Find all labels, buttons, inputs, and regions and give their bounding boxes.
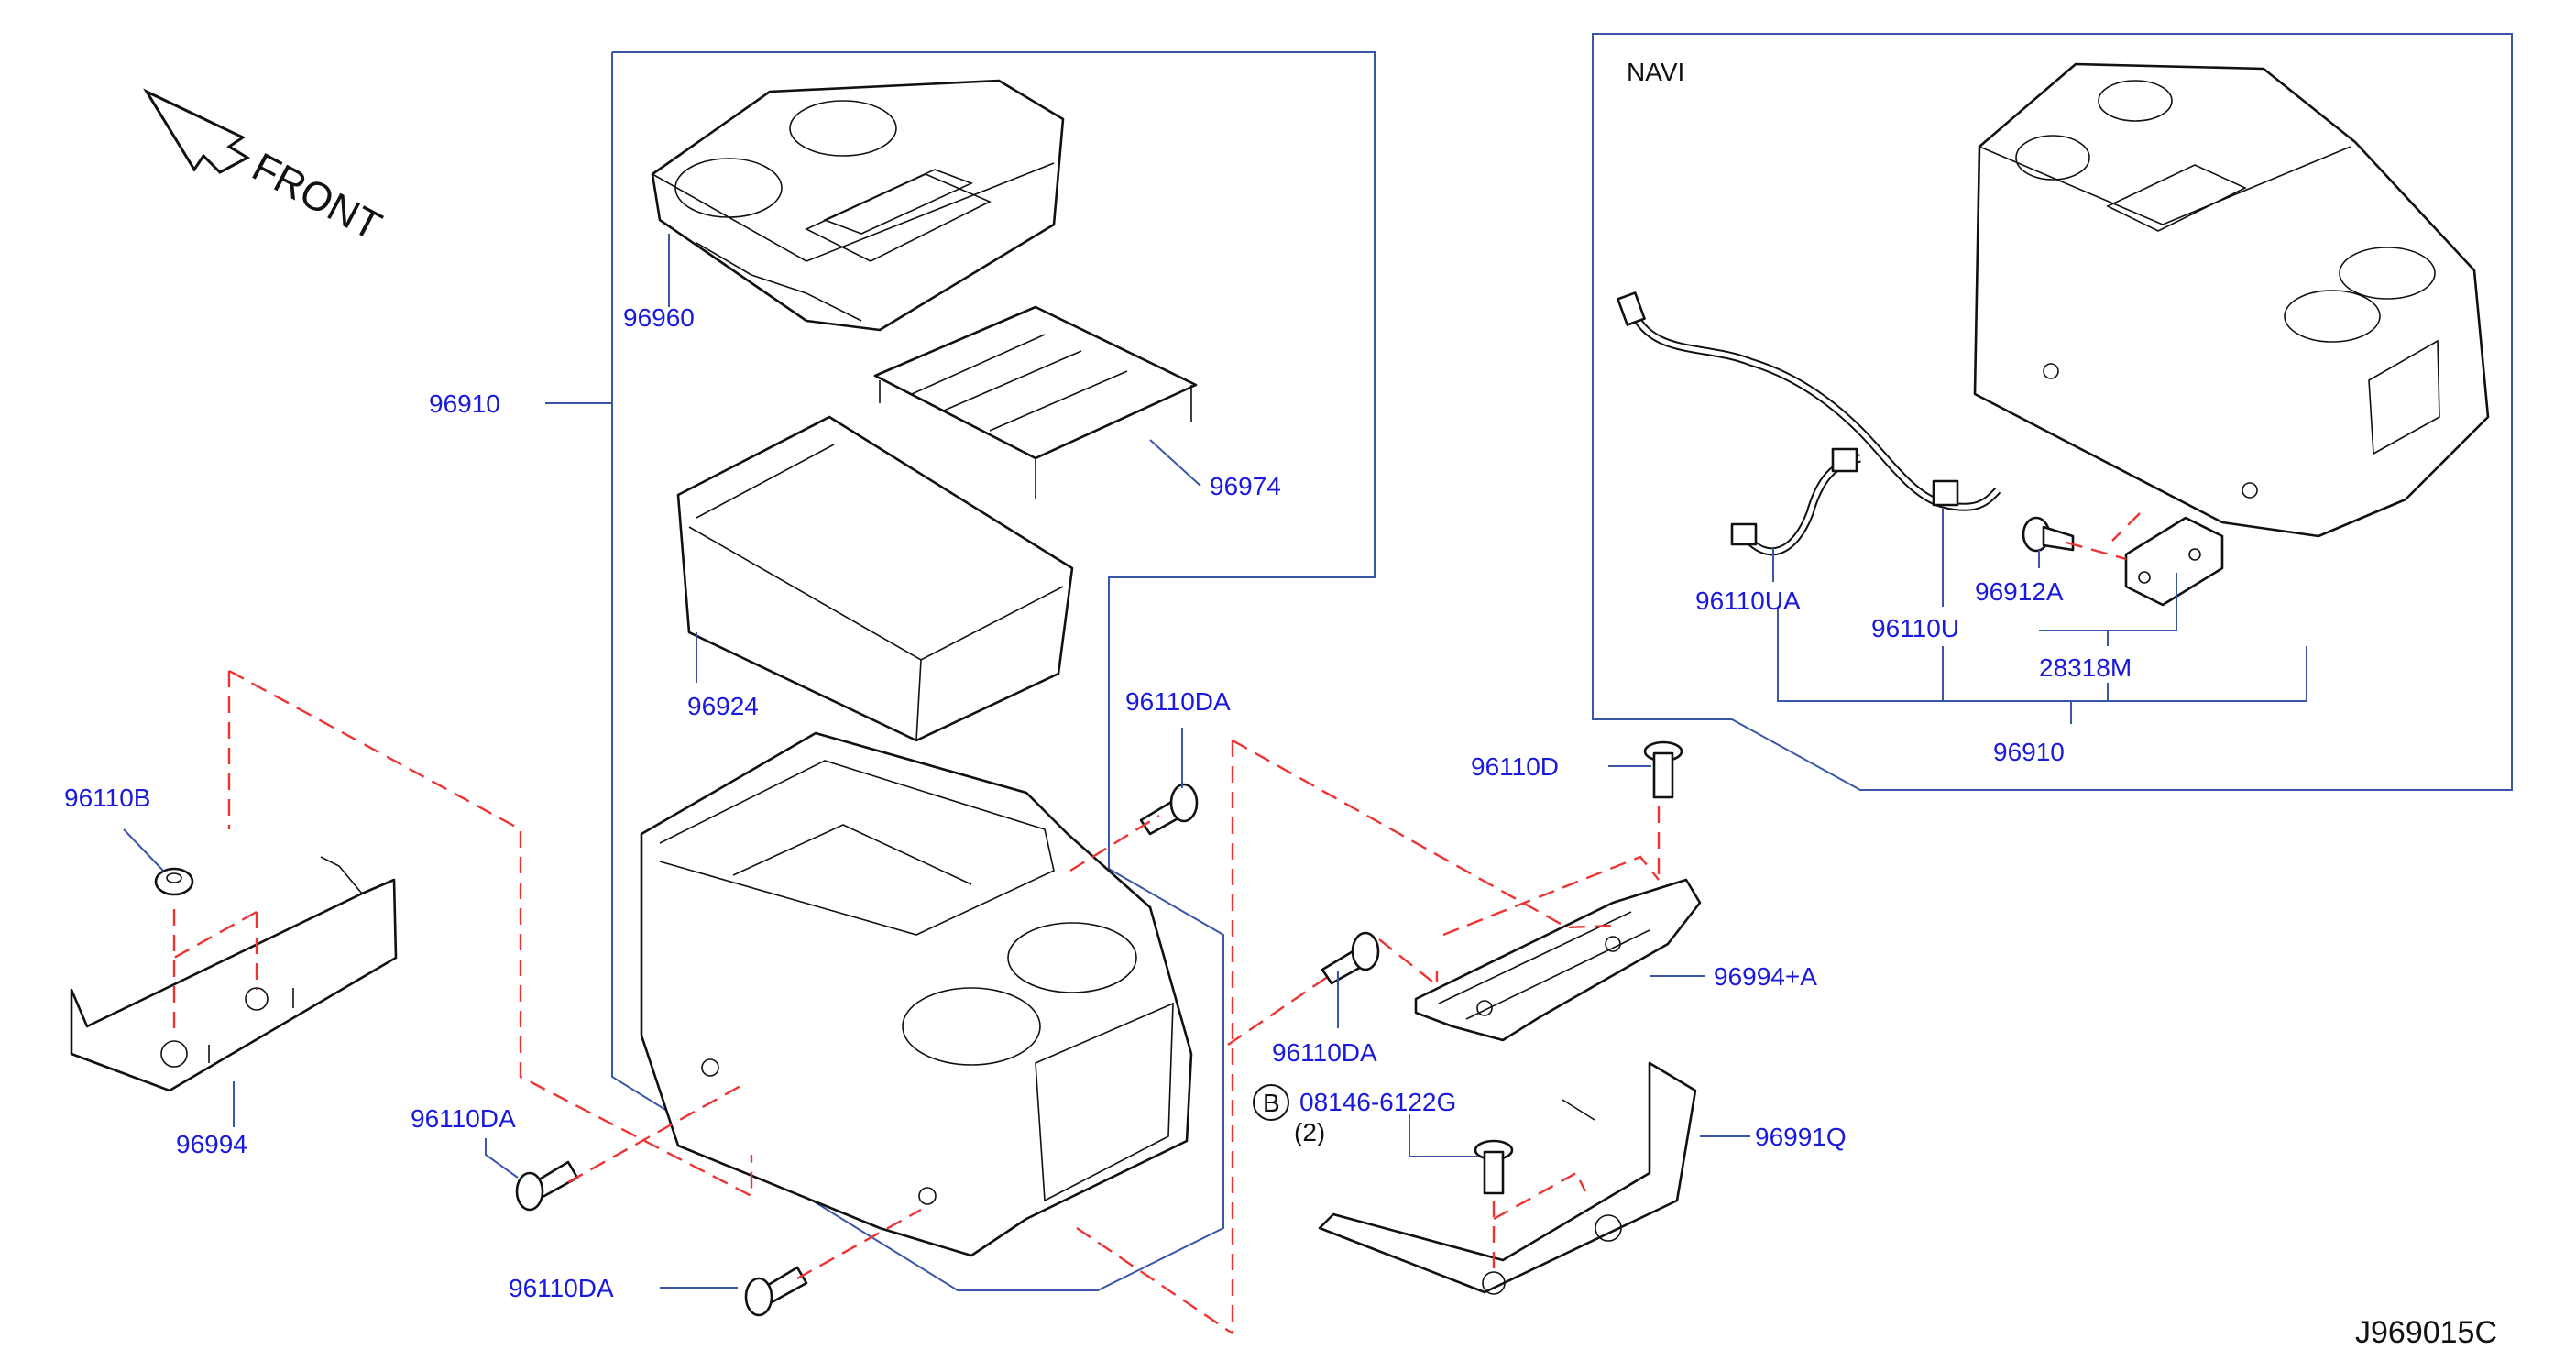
label-bolt-qty: (2) bbox=[1294, 1118, 1325, 1146]
leader-lines bbox=[123, 234, 2307, 1289]
plate-96994A-part bbox=[1414, 878, 1702, 1042]
label-08146-6122G: 08146-6122G bbox=[1299, 1088, 1456, 1116]
bolt-96110DA-mid-part bbox=[1321, 931, 1380, 985]
harness-96110UA-part bbox=[1730, 447, 1861, 556]
tray-frame-96974-part bbox=[873, 305, 1198, 499]
label-96110DA-bottom: 96110DA bbox=[509, 1274, 614, 1302]
drawing-code: J969015C bbox=[2355, 1315, 2497, 1350]
front-label: FRONT bbox=[245, 145, 389, 249]
label-96991Q: 96991Q bbox=[1755, 1123, 1847, 1151]
nut-96110B-part bbox=[154, 867, 194, 896]
label-96110UA: 96110UA bbox=[1695, 587, 1801, 615]
label-96994A: 96994+A bbox=[1714, 962, 1817, 991]
navi-frame bbox=[1592, 33, 2513, 791]
bracket-96994-part bbox=[70, 856, 398, 1092]
bolt-96110DA-bottom-part bbox=[744, 1266, 808, 1317]
label-96960: 96960 bbox=[623, 303, 695, 332]
navi-console-part bbox=[1973, 62, 2490, 538]
bolt-symbol-label: B bbox=[1263, 1089, 1280, 1117]
lid-96960-part bbox=[651, 79, 1065, 332]
label-96110DA-left: 96110DA bbox=[411, 1104, 516, 1133]
label-96910-main: 96910 bbox=[429, 389, 500, 418]
bolt-08146-part bbox=[1474, 1139, 1514, 1195]
label-28318M: 28318M bbox=[2039, 653, 2132, 682]
label-96110DA-mid: 96110DA bbox=[1272, 1038, 1377, 1067]
label-96912A: 96912A bbox=[1975, 577, 2064, 606]
bolt-96110DA-left-part bbox=[515, 1160, 579, 1212]
label-96110B: 96110B bbox=[64, 784, 150, 812]
harness-96110U-part bbox=[1617, 291, 2001, 511]
label-navi: NAVI bbox=[1627, 58, 1684, 86]
bin-96924-part bbox=[676, 415, 1074, 742]
label-96110D: 96110D bbox=[1471, 752, 1559, 781]
label-96974: 96974 bbox=[1210, 472, 1281, 500]
console-body-part bbox=[640, 731, 1193, 1257]
label-96110DA-upper: 96110DA bbox=[1125, 687, 1231, 716]
main-assembly-frame bbox=[611, 51, 1376, 1291]
label-96994: 96994 bbox=[176, 1130, 247, 1158]
label-96910-navi: 96910 bbox=[1993, 738, 2065, 766]
label-96110U: 96110U bbox=[1871, 614, 1959, 642]
front-arrow-icon bbox=[143, 88, 251, 174]
bolt-96110DA-upper-part bbox=[1139, 783, 1199, 836]
bracket-96991Q-part bbox=[1318, 1061, 1697, 1295]
clip-96912A-part bbox=[2022, 516, 2075, 553]
alignment-dashes bbox=[172, 512, 2141, 1334]
bolt-96110D-part bbox=[1643, 740, 1683, 799]
bolt-symbol-circle bbox=[1253, 1084, 1289, 1121]
connector-28318M-part bbox=[2124, 516, 2224, 607]
label-96924: 96924 bbox=[687, 692, 759, 720]
